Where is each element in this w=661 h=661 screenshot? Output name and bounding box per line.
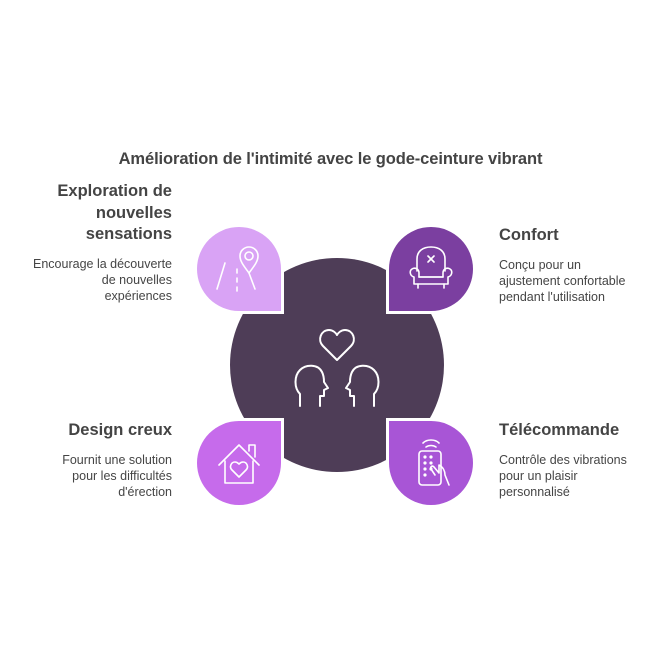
armchair-icon: [409, 246, 453, 289]
item-title: Confort: [499, 226, 559, 244]
item-exploration: Exploration de nouvelles sensations Enco…: [2, 181, 172, 304]
item-description: Contrôle des vibrations pour un plaisir …: [499, 452, 627, 499]
item-description: Encourage la découverte de nouvelles exp…: [33, 256, 172, 303]
item-description: Fournit une solution pour les difficulté…: [62, 452, 172, 499]
drop-telecommande: [389, 421, 473, 505]
remote-control-hand-icon: [418, 439, 450, 486]
road-location-pin-icon: [216, 246, 259, 292]
drop-design-creux: [197, 421, 281, 505]
diagram-title: Amélioration de l'intimité avec le gode-…: [118, 150, 543, 168]
item-title: Exploration de nouvelles sensations: [57, 182, 172, 243]
item-design-creux: Design creux Fournit une solution pour l…: [22, 420, 172, 500]
item-title: Télécommande: [499, 421, 620, 439]
drop-confort: [389, 227, 473, 311]
item-telecommande: Télécommande Contrôle des vibrations pou…: [499, 420, 649, 500]
item-confort: Confort Conçu pour un ajustement confort…: [499, 225, 649, 305]
house-heart-icon: [218, 444, 260, 484]
couple-heart-icon: [294, 329, 380, 407]
item-title: Design creux: [68, 421, 172, 439]
item-description: Conçu pour un ajustement confortable pen…: [499, 257, 626, 304]
drop-exploration: [197, 227, 281, 311]
